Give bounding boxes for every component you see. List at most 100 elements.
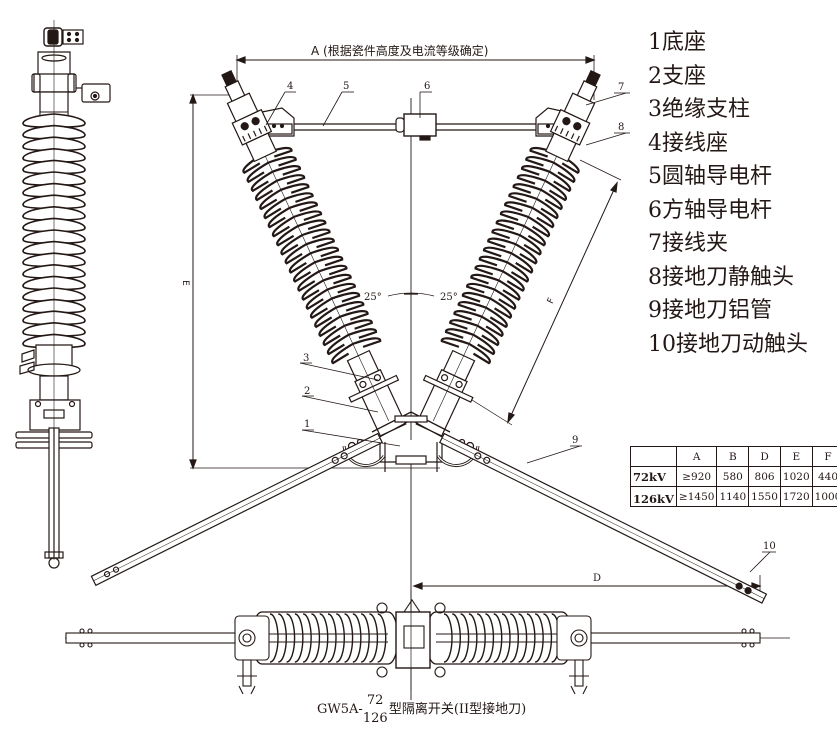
shed [314,300,365,329]
callout-8: 8 [618,122,625,133]
front-view [90,55,776,700]
shed [444,328,496,356]
shed [301,273,352,301]
table-row: 72kV ≥920 580 806 1020 440 [630,466,837,487]
shed [302,613,312,663]
shed [360,613,370,663]
shed [369,613,379,663]
shed [543,613,553,663]
shed [443,613,453,663]
dimension-a-label: A (根据瓷件高度及电流等级确定) [311,44,489,58]
angle-right-label: 25° [440,292,458,303]
shed [504,201,555,229]
table-header-cell: E [779,446,813,467]
shed [271,210,323,238]
shed [476,613,486,663]
legend-item: 4接线座 [648,130,729,156]
table-header-cell [630,446,677,467]
shed [297,264,348,292]
shed [278,613,287,663]
shed [440,337,491,365]
callout-9: 9 [572,435,579,446]
shed [457,300,508,329]
legend-item: 10接地刀动触头 [648,331,809,357]
shed [460,613,470,663]
shed [255,174,306,202]
shed [263,192,314,220]
table-header-cell: F [811,446,837,467]
dimension-e-label: E [179,280,190,286]
shed [294,613,304,663]
shed [474,264,525,292]
callout-3: 3 [303,353,310,364]
legend-item: 1底座 [648,30,707,55]
table-cell: 126kV [630,486,677,507]
shed [461,291,513,320]
callout-6: 6 [424,81,431,92]
shed [453,310,504,338]
table-cell: 806 [748,466,781,487]
dimension-table: A B D E F 72kV ≥920 580 806 1020 440 126… [630,446,837,507]
shed [493,613,503,663]
shed [512,183,563,211]
legend-item: 3绝缘支柱 [648,97,751,122]
shed [526,613,536,663]
top-right-insulator [425,611,573,665]
shed [322,319,373,347]
shed [319,613,329,663]
table-header-cell: B [716,446,750,467]
shed [267,201,318,229]
shed [288,246,340,274]
legend-item: 5圆轴导电杆 [648,164,773,189]
shed [305,282,356,310]
shed [478,255,529,283]
table-cell: 1020 [779,466,813,487]
shed [326,328,378,356]
table-cell: 440 [811,466,837,487]
shed [510,613,519,663]
shed [250,165,302,193]
shed [485,613,495,663]
shed [344,613,354,663]
legend-item: 8接地刀静触头 [648,264,795,290]
shed [259,183,310,211]
caption-description: 型隔离开关(II型接地刀) [388,702,527,717]
table-cell: 72kV [630,466,677,487]
callout-1: 1 [304,419,311,430]
shed [284,237,335,265]
legend-item: 7接线夹 [648,231,729,256]
top-view [65,590,790,695]
shed [309,291,361,320]
angle-left-label: 25° [364,292,382,303]
shed [495,219,546,247]
legend-item: 9接地刀铝管 [648,298,773,323]
right-insulator-column [415,70,601,437]
callout-4: 4 [287,81,294,92]
shed [377,613,387,663]
shed [525,155,576,184]
table-header-row: A B D E F [630,446,837,467]
side-view [15,20,111,569]
shed [452,613,461,663]
table-header-cell: D [748,446,781,467]
callout-5: 5 [343,81,350,92]
table-header-cell: A [675,446,718,467]
table-cell: ≥920 [675,466,718,487]
table-cell: 1550 [748,486,781,507]
shed [327,613,337,663]
left-insulator-column [221,70,407,437]
shed [470,273,521,301]
shed [508,192,559,220]
shed [352,613,362,663]
shed [534,613,544,663]
shed [293,255,344,283]
shed [276,219,327,247]
callout-10: 10 [763,541,776,552]
shed [487,237,538,265]
parts-legend: 1底座 2支座 3绝缘支柱 4接线座 5圆轴导电杆 6方轴导电杆 7接线夹 8接… [648,26,808,361]
shed [336,613,345,663]
shed [482,246,534,274]
